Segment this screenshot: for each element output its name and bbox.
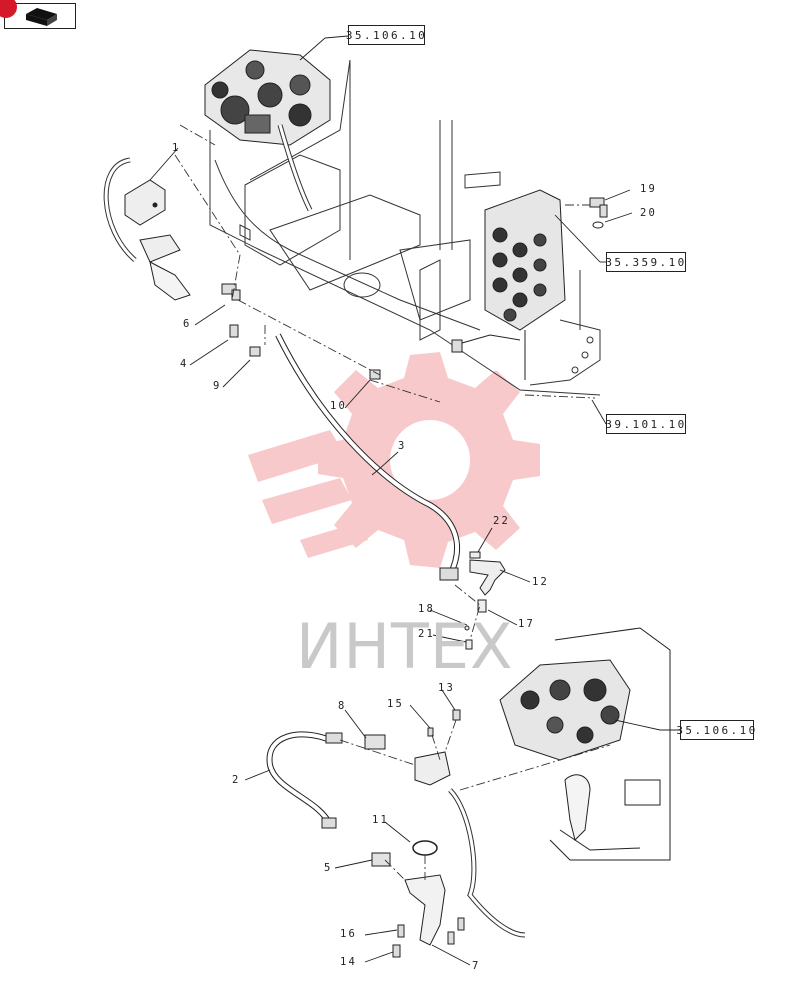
reference-lines	[174, 124, 611, 881]
hydraulic-pump-top	[204, 49, 331, 212]
callout-18: 18	[418, 603, 436, 615]
callout-15: 15	[387, 698, 405, 710]
callout-2: 2	[232, 774, 241, 786]
callout-19: 19	[640, 183, 658, 195]
callout-9: 9	[213, 380, 222, 392]
machine-frame	[209, 59, 601, 396]
callout-3: 3	[398, 440, 407, 452]
callout-22: 22	[493, 515, 511, 527]
callout-10: 10	[330, 400, 348, 412]
callout-14: 14	[340, 956, 358, 968]
hose-part-2	[266, 731, 391, 867]
callout-7: 7	[472, 960, 481, 972]
callout-16: 16	[340, 928, 358, 940]
callout-8: 8	[338, 700, 347, 712]
sensor-part-1	[103, 157, 191, 301]
callout-4: 4	[180, 358, 189, 370]
ref-box-35-106-10-bottom[interactable]: 35.106.10	[676, 720, 755, 740]
back-navigation-button[interactable]	[0, 0, 76, 29]
arrow-back-icon	[26, 8, 57, 26]
callout-12: 12	[532, 576, 550, 588]
hydraulic-pump-bottom	[499, 627, 671, 861]
suction-tube-part-7	[392, 709, 526, 958]
control-valve-block	[451, 189, 566, 380]
ref-box-35-359-10[interactable]: 35.359.10	[605, 252, 686, 272]
leader-lines	[149, 35, 680, 966]
bracket-part-12	[464, 551, 506, 650]
ref-box-35-106-10-top[interactable]: 35.106.10	[346, 25, 425, 45]
fittings-left	[221, 283, 381, 380]
watermark-gear	[248, 352, 540, 568]
callout-17: 17	[518, 618, 536, 630]
callout-6: 6	[183, 318, 192, 330]
callout-5: 5	[324, 862, 333, 874]
watermark-text: ИНТЕХ	[296, 610, 514, 683]
fitting-19-20	[589, 197, 608, 229]
callout-21: 21	[418, 628, 436, 640]
callout-1: 1	[172, 142, 181, 154]
ref-box-39-101-10[interactable]: 39.101.10	[605, 414, 686, 434]
callout-20: 20	[640, 207, 658, 219]
hose-part-3	[275, 333, 461, 581]
callout-13: 13	[438, 682, 456, 694]
notification-badge	[0, 0, 17, 18]
callout-11: 11	[372, 814, 390, 826]
